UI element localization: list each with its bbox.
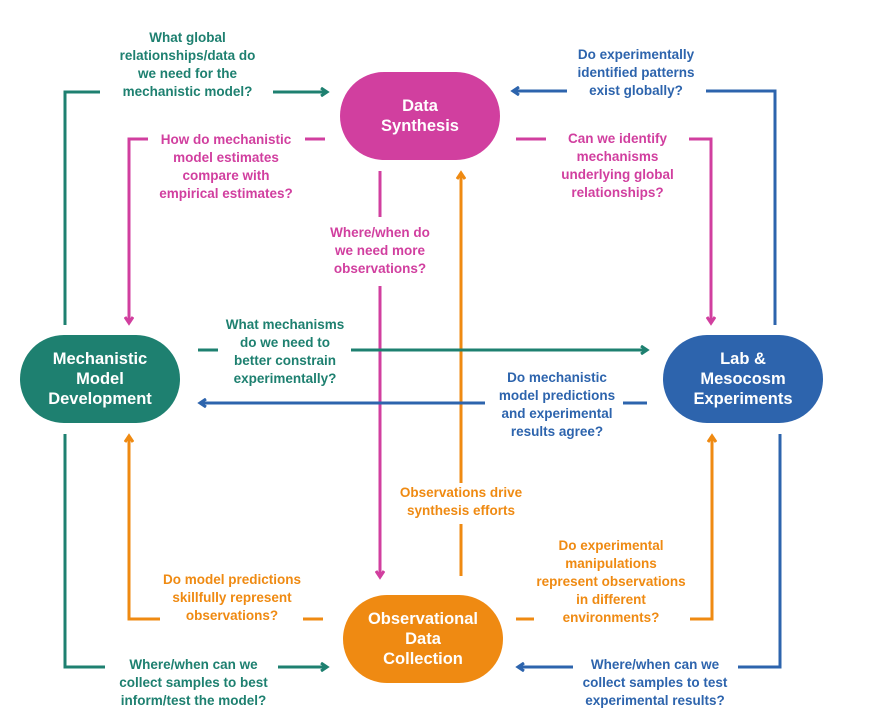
question-line: model estimates (173, 150, 279, 165)
question-line: mechanisms (576, 149, 659, 164)
question-line: better constrain (233, 353, 337, 368)
question-line: What global (149, 30, 226, 45)
question-line: environments? (562, 610, 660, 625)
question-line: Observations drive (399, 485, 523, 500)
question-line: observations? (185, 608, 279, 623)
question-line: relationships/data do (119, 48, 256, 63)
question-line: empirical estimates? (159, 186, 293, 201)
arrow-model-to-observational (63, 434, 105, 669)
question-line: Do experimental (558, 538, 664, 553)
node-label: Development (48, 390, 152, 408)
question-line: model predictions (498, 388, 616, 403)
question-synthesis-to-experiments: Can we identify mechanisms underlying glob… (545, 130, 690, 202)
question-line: we need for the (137, 66, 237, 81)
question-line: we need more (334, 243, 426, 258)
node-label: Mechanistic (52, 350, 148, 368)
question-line: synthesis efforts (406, 503, 516, 518)
question-synthesis-to-model: How do mechanistic model estimates compare… (146, 131, 306, 203)
question-line: exist globally? (589, 83, 683, 98)
question-line: Do model predictions (162, 572, 301, 587)
question-model-to-experiments: What mechanisms do we need to better const… (215, 316, 355, 388)
node-label: Collection (383, 650, 463, 668)
question-observational-to-synthesis: Observations drive synthesis efforts (390, 484, 532, 520)
arrow-model-to-synthesis (63, 90, 100, 325)
question-line: mechanistic model? (122, 84, 253, 99)
question-line: observations? (333, 261, 427, 276)
question-line: Do mechanistic (507, 370, 607, 385)
question-experiments-to-synthesis: Do experimentally identified patterns exis… (565, 46, 707, 100)
question-model-to-observational: Where/when can we collect samples to best… (106, 656, 281, 710)
node-label: Experiments (693, 390, 793, 408)
question-line: Do experimentally (577, 47, 695, 62)
question-line: Where/when can we (590, 657, 720, 672)
question-observational-to-model: Do model predictions skillfully represent… (156, 571, 308, 625)
node-label: Data (405, 630, 441, 648)
question-line: What mechanisms (225, 317, 345, 332)
question-line: do we need to (239, 335, 330, 350)
question-line: collect samples to best (119, 675, 268, 690)
question-line: results agree? (510, 424, 604, 439)
question-line: collect samples to test (582, 675, 728, 690)
question-line: underlying global (561, 167, 674, 182)
question-line: Where/when do (330, 225, 430, 240)
node-label: Model (76, 370, 124, 388)
question-experiments-to-model: Do mechanistic model predictions and exper… (487, 369, 627, 441)
arrow-experiments-to-synthesis (706, 89, 777, 325)
question-line: inform/test the model? (120, 693, 267, 708)
question-line: compare with (182, 168, 270, 183)
question-line: skillfully represent (172, 590, 292, 605)
question-experiments-to-observational: Where/when can we collect samples to test… (571, 656, 739, 710)
node-label: Mesocosm (700, 370, 786, 388)
question-line: Where/when can we (129, 657, 258, 672)
question-line: identified patterns (577, 65, 695, 80)
question-line: experimentally? (233, 371, 337, 386)
question-line: and experimental (501, 406, 613, 421)
question-line: represent observations (536, 574, 686, 589)
question-line: How do mechanistic (160, 132, 292, 147)
question-synthesis-to-observational: Where/when do we need more observations? (318, 224, 442, 278)
question-observational-to-experiments: Do experimental manipulations represent ob… (527, 537, 695, 627)
node-label: Synthesis (381, 117, 459, 135)
question-model-to-synthesis: What global relationships/data do we need … (100, 29, 275, 101)
question-line: manipulations (565, 556, 657, 571)
question-line: in different (576, 592, 646, 607)
question-line: experimental results? (585, 693, 725, 708)
node-label: Observational (367, 610, 479, 628)
node-label: Data (402, 97, 438, 115)
question-line: Can we identify (567, 131, 667, 146)
arrow-experiments-to-observational (738, 434, 782, 669)
node-label: Lab & (720, 350, 766, 368)
question-line: relationships? (571, 185, 664, 200)
